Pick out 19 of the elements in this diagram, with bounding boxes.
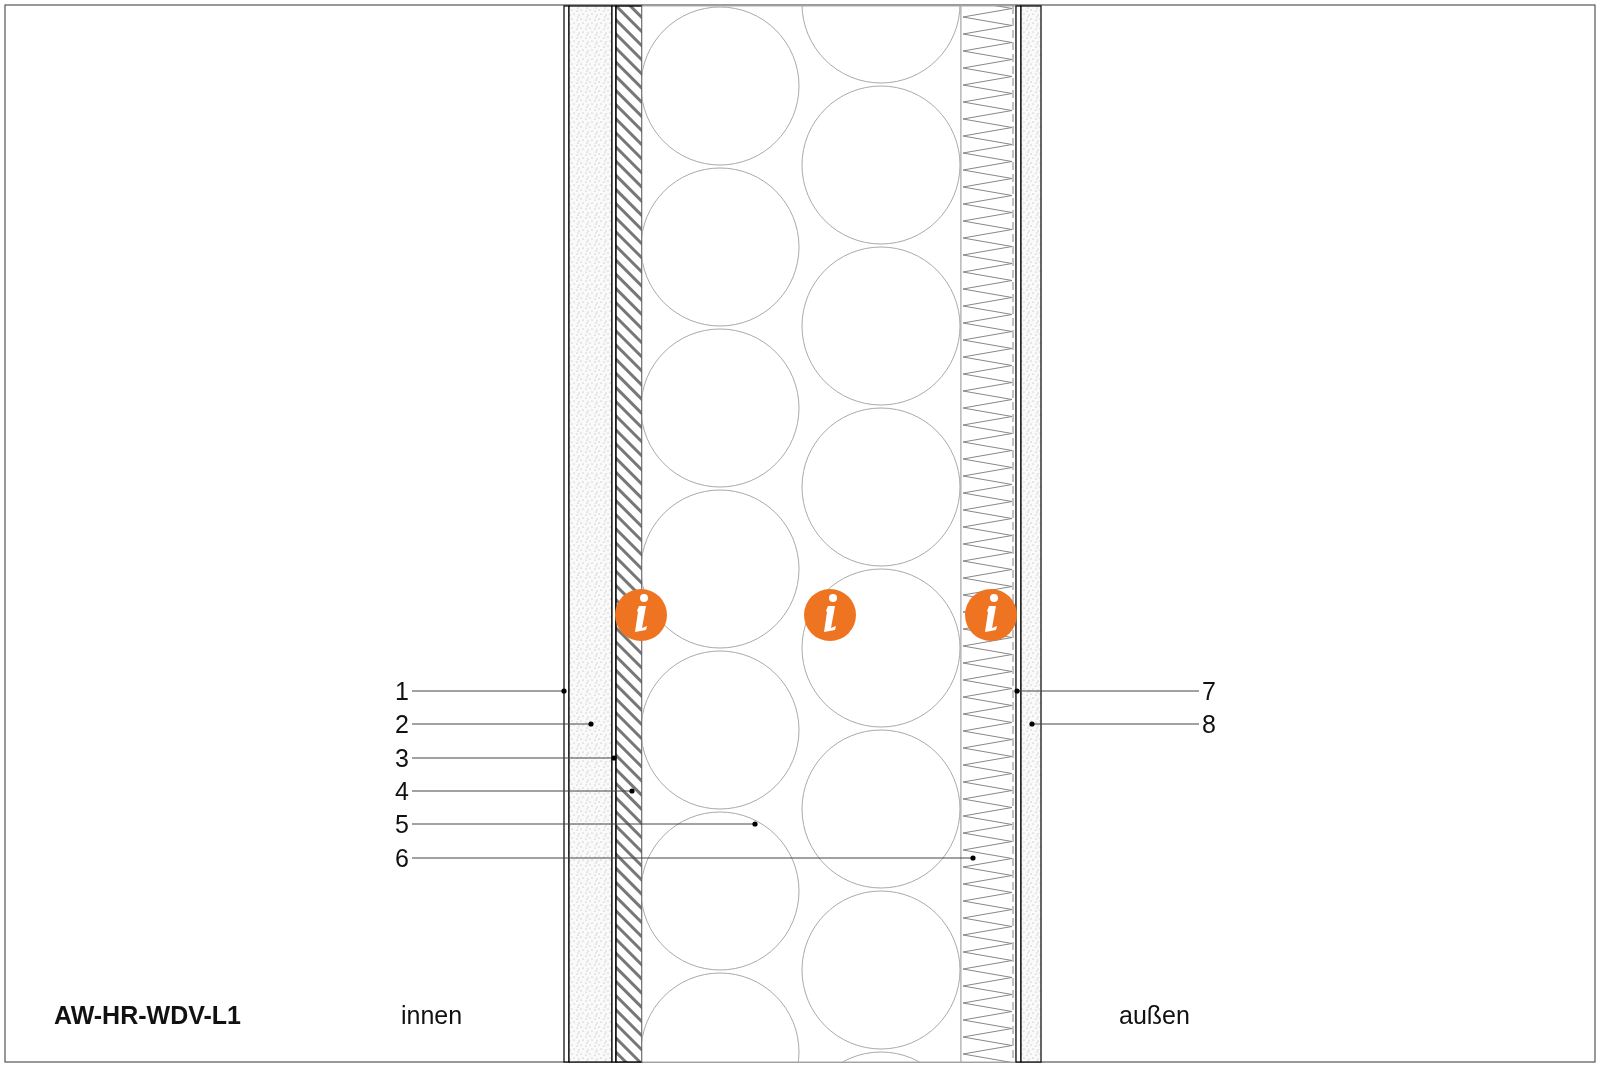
leader-line (411, 821, 758, 827)
callout-number: 7 (1199, 676, 1219, 706)
leader-line (1029, 721, 1200, 727)
callout-number: 4 (392, 776, 412, 806)
callout-number: 2 (392, 709, 412, 739)
leader-line (411, 688, 567, 694)
callout-number: 6 (392, 843, 412, 873)
leader-line (411, 788, 635, 794)
side-label: innen (401, 1000, 463, 1030)
side-label: außen (1119, 1000, 1190, 1030)
callout-number: 8 (1199, 709, 1219, 739)
leader-line (411, 721, 594, 727)
callout-number: 5 (392, 809, 412, 839)
leader-line (1014, 688, 1200, 694)
leader-line (411, 755, 617, 761)
drawing-title: AW-HR-WDV-L1 (54, 1000, 241, 1030)
callout-number: 1 (392, 676, 412, 706)
callout-number: 3 (392, 743, 412, 773)
leader-line (411, 855, 976, 861)
